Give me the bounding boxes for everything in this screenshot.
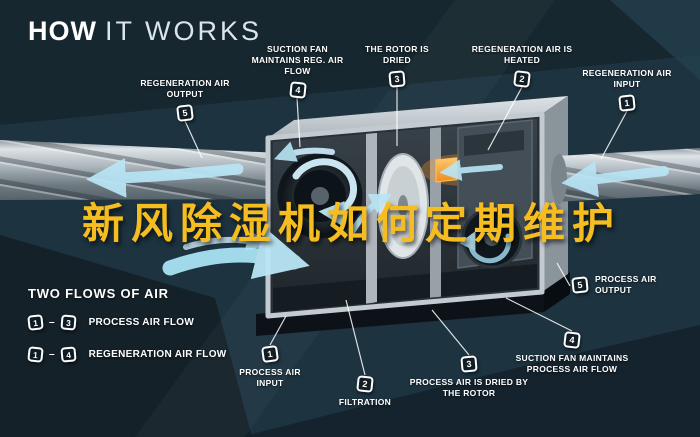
callout-label: PROCESS AIR IS DRIED BY THE ROTOR: [409, 377, 529, 398]
callout-label: PROCESS AIR INPUT: [239, 367, 301, 388]
callout-label: THE ROTOR IS DRIED: [365, 44, 429, 65]
callout-label: SUCTION FAN MAINTAINS REG. AIR FLOW: [251, 44, 344, 76]
badge-number: 5: [181, 107, 189, 119]
callout-process-air-input: 1 PROCESS AIR INPUT: [228, 344, 312, 389]
callout-filtration: 2 FILTRATION: [325, 375, 405, 408]
legend-heading: TWO FLOWS OF AIR: [28, 286, 169, 301]
range-dash: –: [49, 317, 55, 328]
legend-label: REGENERATION AIR FLOW: [88, 349, 227, 360]
title-word-bold: HOW: [28, 16, 97, 46]
badge-4: 4: [59, 346, 77, 363]
callout-label: SUCTION FAN MAINTAINS PROCESS AIR FLOW: [515, 353, 629, 374]
range-dash: –: [49, 349, 55, 360]
badge-4: 4: [563, 331, 581, 349]
badge-1: 1: [260, 344, 280, 364]
badge-number: 1: [266, 348, 274, 360]
badge-1: 1: [27, 346, 44, 363]
badge-4: 4: [288, 80, 307, 99]
badge-2: 2: [513, 69, 531, 88]
title-word-light: IT WORKS: [104, 16, 262, 46]
badge-2: 2: [356, 375, 374, 393]
callout-label: FILTRATION: [338, 397, 392, 407]
legend-item-regeneration-air-flow: 1 – 4 REGENERATION AIR FLOW: [27, 346, 227, 363]
badge-number: 4: [65, 349, 71, 360]
callout-suction-fan-reg: SUCTION FAN MAINTAINS REG. AIR FLOW 4: [250, 44, 345, 99]
badge-number: 2: [361, 378, 369, 390]
callout-process-air-dried: 3 PROCESS AIR IS DRIED BY THE ROTOR: [405, 355, 533, 399]
badge-1: 1: [27, 314, 44, 331]
callout-rotor-is-dried: THE ROTOR IS DRIED 3: [352, 44, 442, 88]
leader-lines: [184, 86, 628, 376]
badge-number: 3: [65, 317, 71, 328]
badge-5: 5: [571, 276, 589, 294]
callout-process-air-output: 5 PROCESS AIR OUTPUT: [571, 274, 668, 296]
badge-number: 1: [32, 317, 39, 328]
badge-3: 3: [460, 355, 478, 373]
legend-label: PROCESS AIR FLOW: [88, 317, 195, 328]
badge-3: 3: [388, 70, 406, 88]
badge-number: 4: [294, 84, 301, 95]
badge-1: 1: [618, 93, 636, 112]
badge-5: 5: [176, 103, 194, 122]
badge-number: 4: [568, 334, 576, 346]
legend-two-flows: TWO FLOWS OF AIR 1 – 3 PROCESS AIR FLOW …: [27, 286, 227, 379]
chinese-overlay-text: 新风除湿机如何定期维护: [82, 200, 622, 247]
badge-number: 1: [32, 349, 39, 360]
callout-suction-fan-process: 4 SUCTION FAN MAINTAINS PROCESS AIR FLOW: [514, 331, 630, 375]
callout-label: REGENERATION AIR OUTPUT: [140, 78, 230, 99]
legend-item-process-air-flow: 1 – 3 PROCESS AIR FLOW: [27, 314, 227, 331]
callout-label: REGENERATION AIR IS HEATED: [471, 44, 573, 65]
callout-label: PROCESS AIR OUTPUT: [595, 274, 657, 295]
airflow-arrows: [86, 141, 669, 280]
machine-top-panel: [268, 96, 568, 138]
callout-label: REGENERATION AIR INPUT: [582, 68, 672, 89]
badge-number: 3: [466, 358, 472, 370]
badge-number: 1: [623, 97, 631, 108]
callout-regeneration-air-output: REGENERATION AIR OUTPUT 5: [130, 78, 240, 122]
badge-number: 2: [518, 73, 526, 85]
badge-number: 3: [394, 73, 400, 84]
callout-regeneration-air-input: REGENERATION AIR INPUT 1: [576, 68, 678, 112]
badge-number: 5: [576, 279, 584, 291]
badge-3: 3: [59, 314, 77, 331]
callout-regeneration-air-heated: REGENERATION AIR IS HEATED 2: [468, 44, 576, 88]
